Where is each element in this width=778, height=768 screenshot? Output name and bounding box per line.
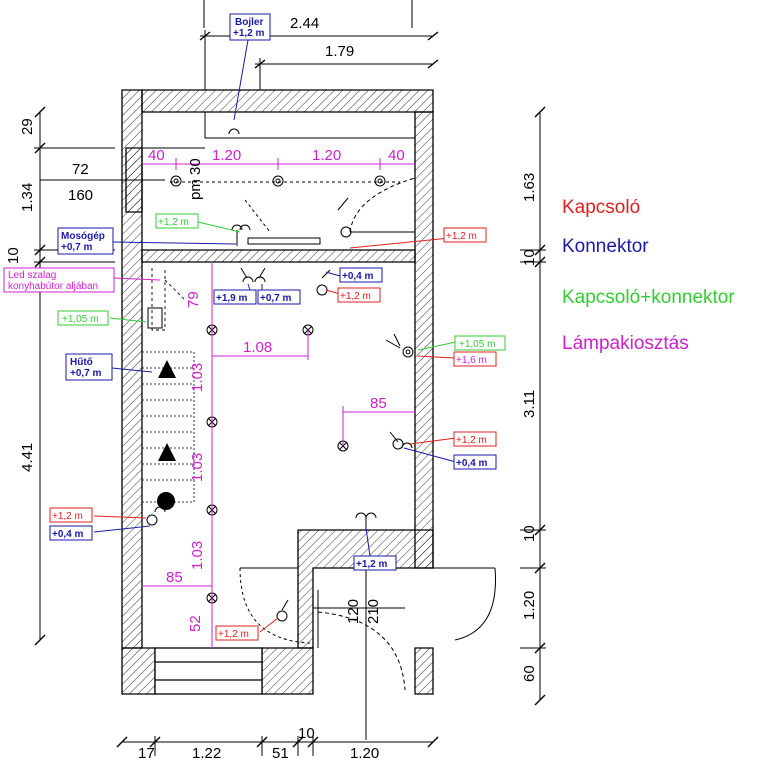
wall-bottom-mid — [261, 647, 314, 695]
tag-combo-105a: +1,05 m — [62, 314, 98, 325]
dim-top-inner: 1.79 — [325, 43, 354, 60]
door-swing-120 — [317, 611, 406, 691]
wall-right-upper — [414, 111, 434, 569]
lamp-dim-85a: 85 — [370, 395, 387, 412]
legend-item-lamps: Lámpakiosztás — [562, 333, 689, 354]
dim-right-120: 1.20 — [521, 591, 538, 620]
tag-huto-line2: +0,7 m — [70, 368, 102, 379]
counter-upper — [247, 237, 321, 245]
lamp-upper-2 — [272, 175, 284, 187]
dim-right-311: 3.11 — [521, 390, 538, 418]
dim-pm30: pm 30 — [187, 158, 204, 200]
dim-bottom-51: 51 — [272, 745, 289, 762]
lamp-upper-1 — [170, 175, 182, 187]
tag-switch-12c: +1,2 m — [456, 435, 487, 446]
tag-mosogep-line2: +0,7 m — [61, 242, 93, 253]
tag-bojler-line2: +1,2 m — [233, 28, 265, 39]
dim-window-160: 160 — [68, 187, 93, 204]
wall-internal — [141, 249, 416, 263]
wall-protrusion-right — [297, 529, 434, 649]
lamp-dimension-lines — [142, 158, 415, 648]
stair-arrow-1 — [158, 360, 176, 378]
dimension-lines — [34, 0, 546, 756]
lamp-dim-40b: 40 — [388, 147, 405, 164]
dim-left-10: 10 — [5, 247, 22, 264]
lamp-dim-52: 52 — [187, 615, 204, 632]
socket-symbol-boiler — [228, 128, 240, 135]
lamp-dim-103c: 1.03 — [189, 541, 206, 570]
dim-bottom-10: 10 — [298, 725, 315, 742]
legend-item-socket: Konnektor — [562, 236, 649, 257]
tag-led-line1: Led szalag — [8, 270, 56, 281]
lamp-dim-79: 79 — [185, 291, 202, 308]
tag-socket-04c: +0,4 m — [52, 529, 84, 540]
leader-lines — [93, 39, 471, 633]
legend-item-switch: Kapcsoló — [562, 197, 641, 218]
lamp-dim-120b: 1.20 — [312, 147, 341, 164]
dim-top-overall: 2.44 — [290, 15, 319, 32]
stair-arrow-2 — [158, 443, 176, 461]
dim-bottom-17: 17 — [138, 745, 155, 762]
dim-bottom-122: 1.22 — [192, 745, 221, 762]
dim-left-29: 29 — [19, 118, 36, 135]
dim-door-210: 210 — [365, 599, 382, 624]
tag-socket-19: +1,9 m — [216, 293, 248, 304]
tag-switch-16: +1,6 m — [456, 355, 487, 366]
tag-socket-07: +0,7 m — [260, 293, 292, 304]
wall-top — [141, 89, 434, 113]
dim-right-60: 60 — [521, 665, 538, 682]
lamp-dimension-texts: 40 1.20 1.20 40 79 1.08 85 1.03 1.03 1.0… — [148, 147, 405, 632]
front-doors — [239, 567, 496, 691]
tag-bojler-line1: Bojler — [235, 17, 263, 28]
tag-switch-12b: +1,2 m — [340, 291, 371, 302]
dim-right-10b: 10 — [521, 525, 538, 542]
dim-bottom-120: 1.20 — [350, 745, 379, 762]
window-bottom — [154, 647, 263, 695]
tag-huto-line1: Hűtő — [70, 357, 93, 368]
lamp-dim-40a: 40 — [148, 147, 165, 164]
stair-dot — [157, 492, 175, 510]
lamp-dim-120a: 1.20 — [212, 147, 241, 164]
tag-switch-12a: +1,2 m — [446, 231, 477, 242]
tag-combo-105b: +1,05 m — [459, 339, 495, 350]
tag-socket-04b: +0,4 m — [456, 458, 488, 469]
dim-left-134: 1.34 — [19, 183, 36, 212]
lamp-dim-108: 1.08 — [243, 339, 272, 356]
dim-window-72: 72 — [72, 161, 89, 178]
lamp-upper-3 — [374, 175, 386, 187]
lamp-dim-103b: 1.03 — [189, 453, 206, 482]
dim-right-163: 1.63 — [521, 173, 538, 202]
tag-combo-12: +1,2 m — [158, 217, 189, 228]
dim-door-120: 120 — [345, 599, 362, 624]
tag-boxes: Bojler +1,2 m Mosógép +0,7 m Hűtő +0,7 m… — [3, 13, 506, 641]
tag-socket-04a: +0,4 m — [342, 271, 374, 282]
door-upper — [349, 177, 416, 233]
tag-switch-12d: +1,2 m — [52, 511, 83, 522]
walls — [121, 89, 434, 695]
dimension-texts: 2.44 1.79 29 1.34 10 4.41 1.63 10 3.11 1… — [5, 15, 538, 762]
legend-item-combo: Kapcsoló+konnektor — [562, 287, 735, 308]
tag-mosogep-line1: Mosógép — [61, 231, 105, 242]
dimension-ticks — [34, 31, 546, 748]
tag-socket-12: +1,2 m — [356, 559, 388, 570]
wall-bottom-left — [121, 647, 156, 695]
wall-bottom-right — [414, 647, 434, 695]
tag-led-line2: konyhabútor aljában — [8, 281, 98, 292]
tag-switch-12e: +1,2 m — [218, 629, 249, 640]
kitchen-counter — [151, 268, 186, 331]
upper-room — [142, 112, 416, 245]
lamp-dim-85b: 85 — [166, 569, 183, 586]
dim-right-10a: 10 — [521, 249, 538, 266]
lamp-dim-103a: 1.03 — [189, 363, 206, 392]
dim-left-441: 4.41 — [19, 443, 36, 472]
